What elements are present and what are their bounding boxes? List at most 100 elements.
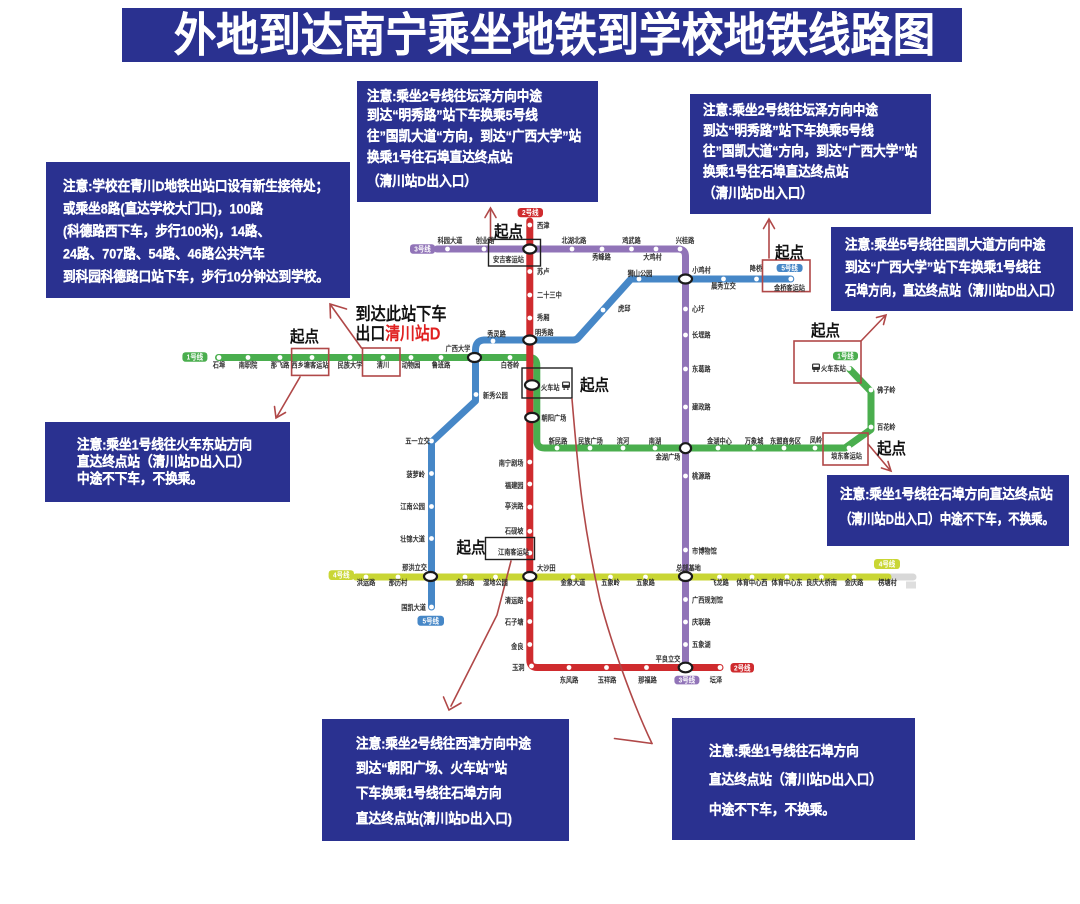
svg-text:滨河: 滨河 — [617, 436, 630, 445]
svg-text:1号线: 1号线 — [187, 353, 204, 362]
svg-text:菠萝岭: 菠萝岭 — [406, 470, 425, 479]
svg-text:体育中心西: 体育中心西 — [737, 578, 768, 587]
svg-text:万象城: 万象城 — [744, 436, 764, 445]
svg-text:那洪立交: 那洪立交 — [402, 563, 427, 572]
svg-text:火车东站: 火车东站 — [821, 364, 846, 373]
svg-text:玉祥路: 玉祥路 — [598, 676, 617, 685]
svg-text:金湖中心: 金湖中心 — [706, 436, 732, 445]
svg-text:平良立交: 平良立交 — [656, 655, 681, 664]
svg-text:（清川站D出入口）: （清川站D出入口） — [367, 173, 477, 189]
svg-text:注意:乘坐2号线往坛泽方向中途: 注意:乘坐2号线往坛泽方向中途 — [367, 88, 543, 104]
svg-text:5号线: 5号线 — [423, 616, 440, 625]
svg-text:石埠: 石埠 — [212, 361, 226, 370]
svg-text:金庆路: 金庆路 — [844, 578, 864, 587]
svg-text:南宁剧场: 南宁剧场 — [499, 459, 524, 468]
svg-text:降桥: 降桥 — [750, 264, 763, 273]
svg-text:鲁班路: 鲁班路 — [431, 361, 451, 370]
svg-text:往”国凯大道“方向，到达“广西大学”站: 往”国凯大道“方向，到达“广西大学”站 — [703, 143, 917, 159]
svg-text:虎邱: 虎邱 — [618, 304, 631, 313]
svg-text:飞龙路: 飞龙路 — [710, 578, 729, 587]
svg-text:注意:乘坐5号线往国凯大道方向中途: 注意:乘坐5号线往国凯大道方向中途 — [845, 237, 1046, 253]
svg-text:兴桂路: 兴桂路 — [676, 236, 695, 245]
svg-text:楞塘村: 楞塘村 — [878, 578, 897, 587]
svg-text:总部基地: 总部基地 — [676, 564, 701, 573]
svg-text:坛泽: 坛泽 — [710, 676, 723, 685]
svg-text:24路、707路、54路、46路公共汽车: 24路、707路、54路、46路公共汽车 — [63, 246, 265, 262]
svg-text:国凯大道: 国凯大道 — [401, 603, 426, 612]
svg-text:起点: 起点 — [493, 222, 523, 241]
svg-text:百花岭: 百花岭 — [877, 423, 896, 432]
svg-text:西乡塘客运站: 西乡塘客运站 — [291, 361, 329, 370]
svg-text:白苍岭: 白苍岭 — [501, 361, 520, 370]
svg-text:新民路: 新民路 — [549, 436, 568, 445]
svg-text:湿地公园: 湿地公园 — [483, 578, 508, 587]
svg-text:江南公园: 江南公园 — [400, 502, 425, 511]
svg-text:2号线: 2号线 — [522, 208, 539, 217]
svg-text:1号线: 1号线 — [837, 352, 854, 361]
svg-text:北湖北路: 北湖北路 — [562, 236, 587, 245]
svg-text:那历村: 那历村 — [389, 578, 408, 587]
svg-text:民族广场: 民族广场 — [578, 436, 603, 445]
svg-text:大沙田: 大沙田 — [537, 563, 556, 572]
svg-text:金桥客运站: 金桥客运站 — [773, 284, 805, 293]
svg-text:埌东客运站: 埌东客运站 — [831, 452, 862, 461]
svg-text:往”国凯大道“方向，到达“广西大学”站: 往”国凯大道“方向，到达“广西大学”站 — [367, 128, 581, 144]
svg-text:火车站: 火车站 — [541, 383, 560, 392]
svg-text:2号线: 2号线 — [734, 663, 751, 672]
svg-text:五象岭: 五象岭 — [601, 578, 620, 587]
svg-text:东盟商务区: 东盟商务区 — [770, 436, 801, 445]
svg-text:起点: 起点 — [456, 538, 486, 557]
svg-text:起点: 起点 — [579, 376, 609, 395]
svg-text:民族大学: 民族大学 — [338, 361, 363, 370]
svg-text:起点: 起点 — [810, 321, 840, 340]
svg-text:西津: 西津 — [537, 221, 550, 230]
svg-text:江南客运站: 江南客运站 — [498, 548, 529, 557]
svg-text:5号线: 5号线 — [781, 264, 798, 273]
svg-text:五象湖: 五象湖 — [692, 640, 711, 649]
svg-text:秀峰路: 秀峰路 — [591, 253, 611, 262]
svg-text:安吉客运站: 安吉客运站 — [493, 255, 524, 264]
svg-text:新秀公园: 新秀公园 — [483, 391, 508, 400]
svg-text:或乘坐8路(直达学校大门口)，100路: 或乘坐8路(直达学校大门口)，100路 — [63, 201, 264, 217]
svg-text:4号线: 4号线 — [333, 571, 350, 580]
svg-text:（清川站D出入口）中途不下车，不换乘。: （清川站D出入口）中途不下车，不换乘。 — [840, 511, 1054, 527]
svg-text:洪运路: 洪运路 — [357, 578, 376, 587]
svg-text:晨秀立交: 晨秀立交 — [711, 282, 736, 291]
svg-text:（清川站D出入口）: （清川站D出入口） — [703, 185, 813, 201]
svg-text:出口清川站D: 出口清川站D — [356, 324, 441, 344]
svg-text:石子塘: 石子塘 — [504, 618, 524, 627]
svg-text:苏卢: 苏卢 — [537, 267, 550, 276]
svg-text:凤岭: 凤岭 — [810, 436, 823, 445]
svg-text:心圩: 心圩 — [692, 305, 705, 314]
svg-text:3号线: 3号线 — [679, 676, 696, 685]
svg-text:清运路: 清运路 — [505, 596, 524, 605]
svg-text:到科园科德路口站下车，步行10分钟达到学校。: 到科园科德路口站下车，步行10分钟达到学校。 — [63, 269, 329, 285]
svg-text:换乘1号往石埠直达终点站: 换乘1号往石埠直达终点站 — [367, 149, 513, 165]
svg-text:秀厢: 秀厢 — [536, 313, 550, 322]
svg-text:4号线: 4号线 — [879, 560, 896, 569]
svg-text:狮山公园: 狮山公园 — [627, 269, 653, 278]
svg-text:五一立交: 五一立交 — [405, 437, 430, 446]
svg-text:到达“朝阳广场、火车站”站: 到达“朝阳广场、火车站”站 — [356, 760, 507, 776]
svg-text:那飞路: 那飞路 — [271, 361, 290, 370]
svg-text:注意:乘坐1号线往火车东站方向: 注意:乘坐1号线往火车东站方向 — [77, 437, 252, 453]
svg-text:起点: 起点 — [289, 327, 319, 346]
svg-text:广西大学: 广西大学 — [446, 344, 471, 353]
svg-text:体育中心东: 体育中心东 — [772, 578, 803, 587]
svg-text:清川: 清川 — [377, 361, 389, 370]
svg-text:壮锦大道: 壮锦大道 — [400, 535, 425, 544]
svg-text:到达“明秀路”站下车换乘5号线: 到达“明秀路”站下车换乘5号线 — [367, 107, 538, 123]
svg-text:广西规划馆: 广西规划馆 — [692, 596, 723, 605]
svg-text:创业路: 创业路 — [475, 236, 495, 245]
svg-text:注意:乘坐2号线往坛泽方向中途: 注意:乘坐2号线往坛泽方向中途 — [703, 102, 879, 118]
svg-text:东风路: 东风路 — [560, 676, 579, 685]
svg-text:金象大道: 金象大道 — [560, 578, 586, 587]
svg-text:南湖: 南湖 — [649, 436, 662, 445]
svg-text:动物园: 动物园 — [402, 361, 421, 370]
svg-text:起点: 起点 — [876, 439, 906, 458]
svg-text:到达此站下车: 到达此站下车 — [356, 304, 447, 324]
svg-text:小鸡村: 小鸡村 — [691, 266, 711, 275]
svg-text:起点: 起点 — [774, 243, 804, 262]
svg-text:明秀路: 明秀路 — [535, 328, 554, 337]
svg-text:市博物馆: 市博物馆 — [692, 547, 717, 556]
